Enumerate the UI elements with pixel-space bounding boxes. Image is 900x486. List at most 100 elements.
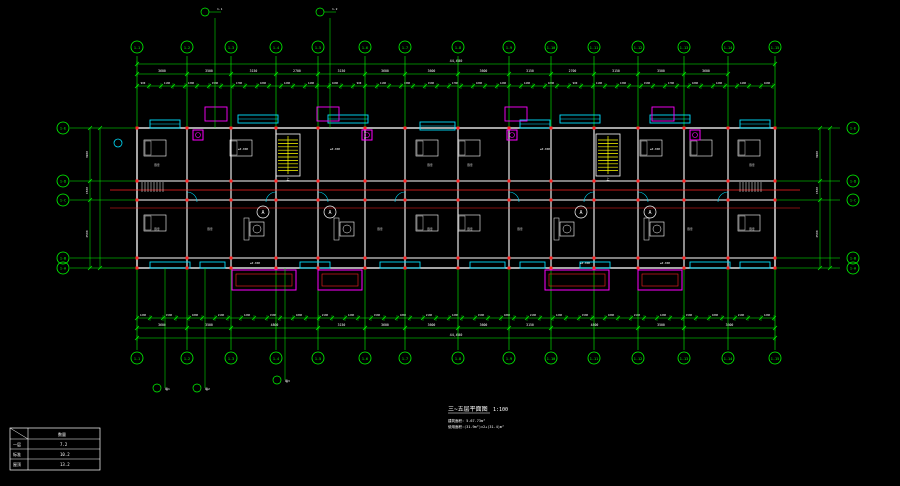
bed (415, 214, 439, 232)
axis-bubble (180, 351, 194, 365)
dimension-text: 1700 (236, 81, 243, 85)
walls (110, 106, 800, 291)
axis-bubble (130, 351, 144, 365)
axis-bubble (846, 174, 860, 188)
stairwell: 上 (275, 133, 301, 181)
axis-bubble (180, 40, 194, 54)
column (773, 256, 777, 260)
column (185, 179, 189, 183)
column (636, 126, 640, 130)
axis-bubble (846, 251, 860, 265)
area-note-1: 建筑面积: 5.67.73m² (448, 418, 485, 423)
dimension-text: 2700 (293, 69, 301, 73)
dimension-text: 4800 (271, 323, 279, 327)
dimension-text: 4500 (815, 230, 819, 237)
dimension-text: 4800 (591, 323, 599, 327)
column (773, 266, 777, 270)
sofa (333, 217, 340, 241)
bed-frame (737, 214, 761, 232)
balcony-rail (548, 273, 606, 287)
axis-label: 1-3 (228, 357, 234, 361)
axis-label: 1-12 (634, 46, 642, 50)
axis-label: 1-B (60, 257, 66, 261)
axis-bubble (269, 351, 283, 365)
balcony-rail (641, 273, 679, 287)
column (507, 179, 511, 183)
dimension-text: 3150 (250, 69, 258, 73)
column (229, 266, 233, 270)
axis-bubble (631, 351, 645, 365)
stair-wall (275, 133, 301, 177)
axis-bubble (398, 351, 412, 365)
door-swing (394, 191, 406, 203)
door-swing (265, 191, 277, 203)
dimension-text: 1100 (596, 81, 603, 85)
axis-label: 1-14 (724, 357, 732, 361)
column (274, 266, 278, 270)
dimension-text: 1500 (166, 313, 173, 317)
dimension-text: 1500 (686, 313, 693, 317)
axis-label: 1-12 (634, 357, 642, 361)
axis-bubble (544, 40, 558, 54)
drawing-scale: 1:100 (493, 407, 508, 413)
balcony (204, 106, 228, 122)
bed (737, 214, 761, 232)
bed-pillow (458, 215, 466, 231)
column (726, 198, 730, 202)
column (592, 126, 596, 130)
total-length-bottom: 44,600 (450, 333, 463, 337)
room-tag: 卧室 (749, 227, 755, 231)
bed-pillow (416, 140, 424, 156)
axis-bubble (846, 121, 860, 135)
dimension-text: 2100 (218, 313, 225, 317)
column (549, 179, 553, 183)
table-row-name: 一层 (13, 441, 21, 447)
bed-pillow (738, 140, 746, 156)
axis-label: 1-D (60, 180, 66, 184)
column (507, 126, 511, 130)
dimension-text: 1700 (452, 81, 459, 85)
room-tag: 卧室 (467, 227, 473, 231)
column (592, 198, 596, 202)
column (185, 198, 189, 202)
axis-label: 1-2 (184, 357, 190, 361)
axis-label: 1-13 (680, 357, 688, 361)
dimension-text: 1200 (452, 313, 459, 317)
axis-bubble (398, 40, 412, 54)
window (149, 261, 191, 269)
bed (737, 139, 761, 157)
column (726, 266, 730, 270)
bed (639, 139, 663, 157)
balcony-rail (321, 273, 359, 287)
bed (415, 139, 439, 157)
room-tag: 卧室 (467, 163, 473, 167)
dimension-text: 1400 (308, 81, 315, 85)
dimension-text: 3500 (205, 69, 213, 73)
axis-bubble (502, 40, 516, 54)
bed-frame (639, 139, 663, 157)
column (274, 198, 278, 202)
axis-bubble (768, 40, 782, 54)
dimension-text: 1200 (244, 313, 251, 317)
fixture (506, 129, 518, 141)
dimension-text: 1700 (668, 81, 675, 85)
level-tag: ±0.000 (330, 147, 340, 151)
axis-label: 1-10 (547, 357, 555, 361)
dimension-text: 3150 (338, 323, 346, 327)
balcony (504, 106, 528, 122)
window (519, 261, 546, 269)
dimension-text: 1400 (740, 81, 747, 85)
column (507, 256, 511, 260)
dimension-text: 1000 (260, 81, 267, 85)
column (403, 126, 407, 130)
axis-label: 1-C (850, 199, 856, 203)
axis-label: 1-9 (506, 357, 512, 361)
dimension-text: 1300 (404, 81, 411, 85)
balcony (544, 269, 610, 291)
balcony (651, 106, 675, 122)
dimension-text: 1800 (712, 313, 719, 317)
fixture (192, 129, 204, 141)
balcony (231, 269, 297, 291)
column (726, 179, 730, 183)
level-tag: ±0.000 (580, 261, 590, 265)
